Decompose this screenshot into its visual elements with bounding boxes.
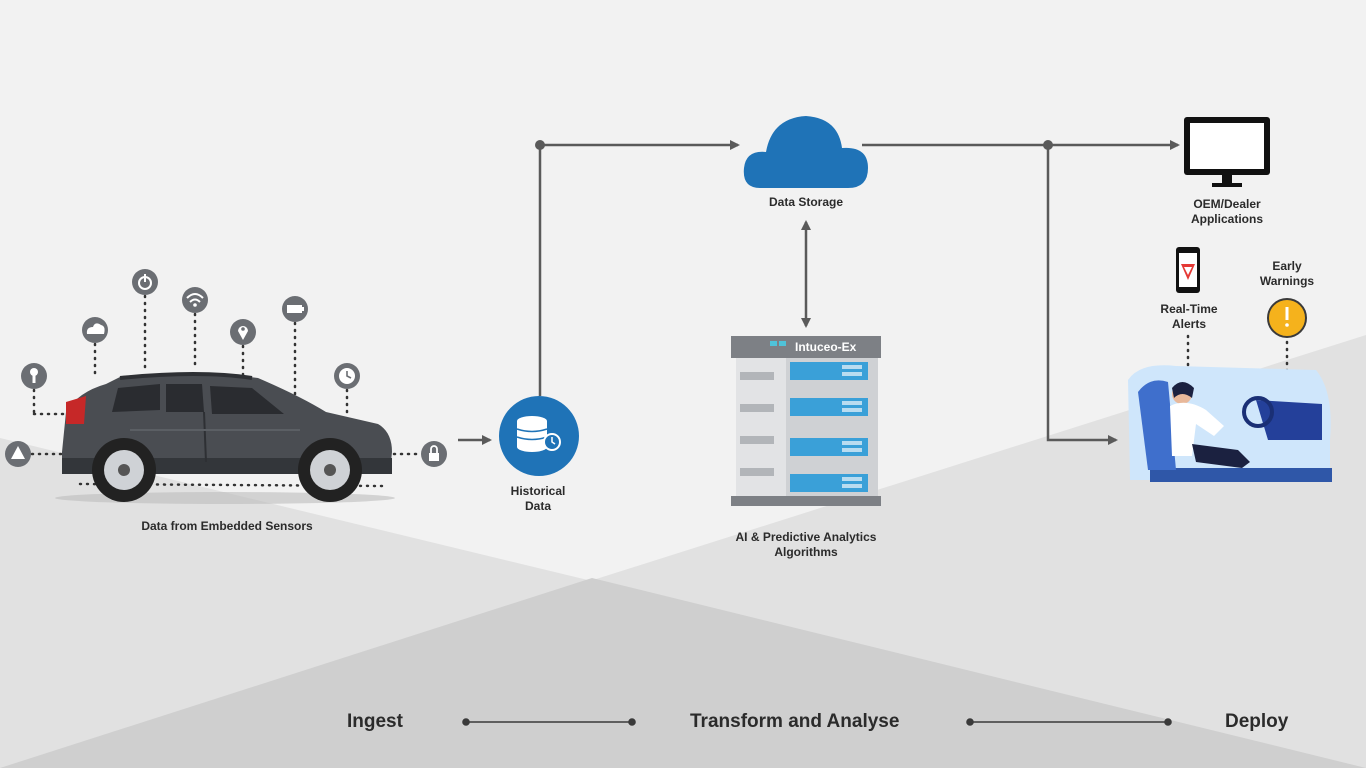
connector-to-driver [1046,145,1118,445]
oem-applications-label: OEM/Dealer Applications [1190,197,1263,226]
connector-node [535,140,545,150]
server-badge-label: Intuceo-Ex [795,340,857,354]
car-illustration [55,372,395,504]
phase-transform: Transform and Analyse [690,711,900,732]
background-shade-overlap [0,578,1366,768]
warning-exclamation-icon [1267,298,1307,338]
connector-historical-to-storage [538,140,740,396]
monitor-icon [1184,117,1270,187]
server-rack [731,336,881,506]
connector-node [1043,140,1053,150]
clock-icon [334,363,360,389]
power-icon [132,269,158,295]
phase-ingest: Ingest [347,711,403,732]
analytics-label: AI & Predictive Analytics Algorithms [735,530,877,559]
historical-data-label: Historical Data [510,484,566,513]
data-storage-label: Data Storage [768,195,844,209]
database-icon [499,396,579,476]
early-warnings-label: Early Warnings [1259,259,1315,288]
battery-icon [282,296,308,322]
cloud-icon [82,317,108,343]
phase-deploy: Deploy [1225,711,1289,732]
car-sensors-label: Data from Embedded Sensors [141,519,313,533]
smartphone-alert-icon [1176,247,1200,293]
alert-triangle-icon [5,441,31,467]
wifi-icon [182,287,208,313]
key-icon [21,363,47,389]
lock-icon [421,441,447,467]
phase-timeline [462,718,1172,726]
real-time-alerts-label: Real-Time Alerts [1160,302,1218,331]
location-pin-icon [230,319,256,345]
driver-illustration [1128,365,1332,482]
cloud-storage-icon [743,116,868,188]
